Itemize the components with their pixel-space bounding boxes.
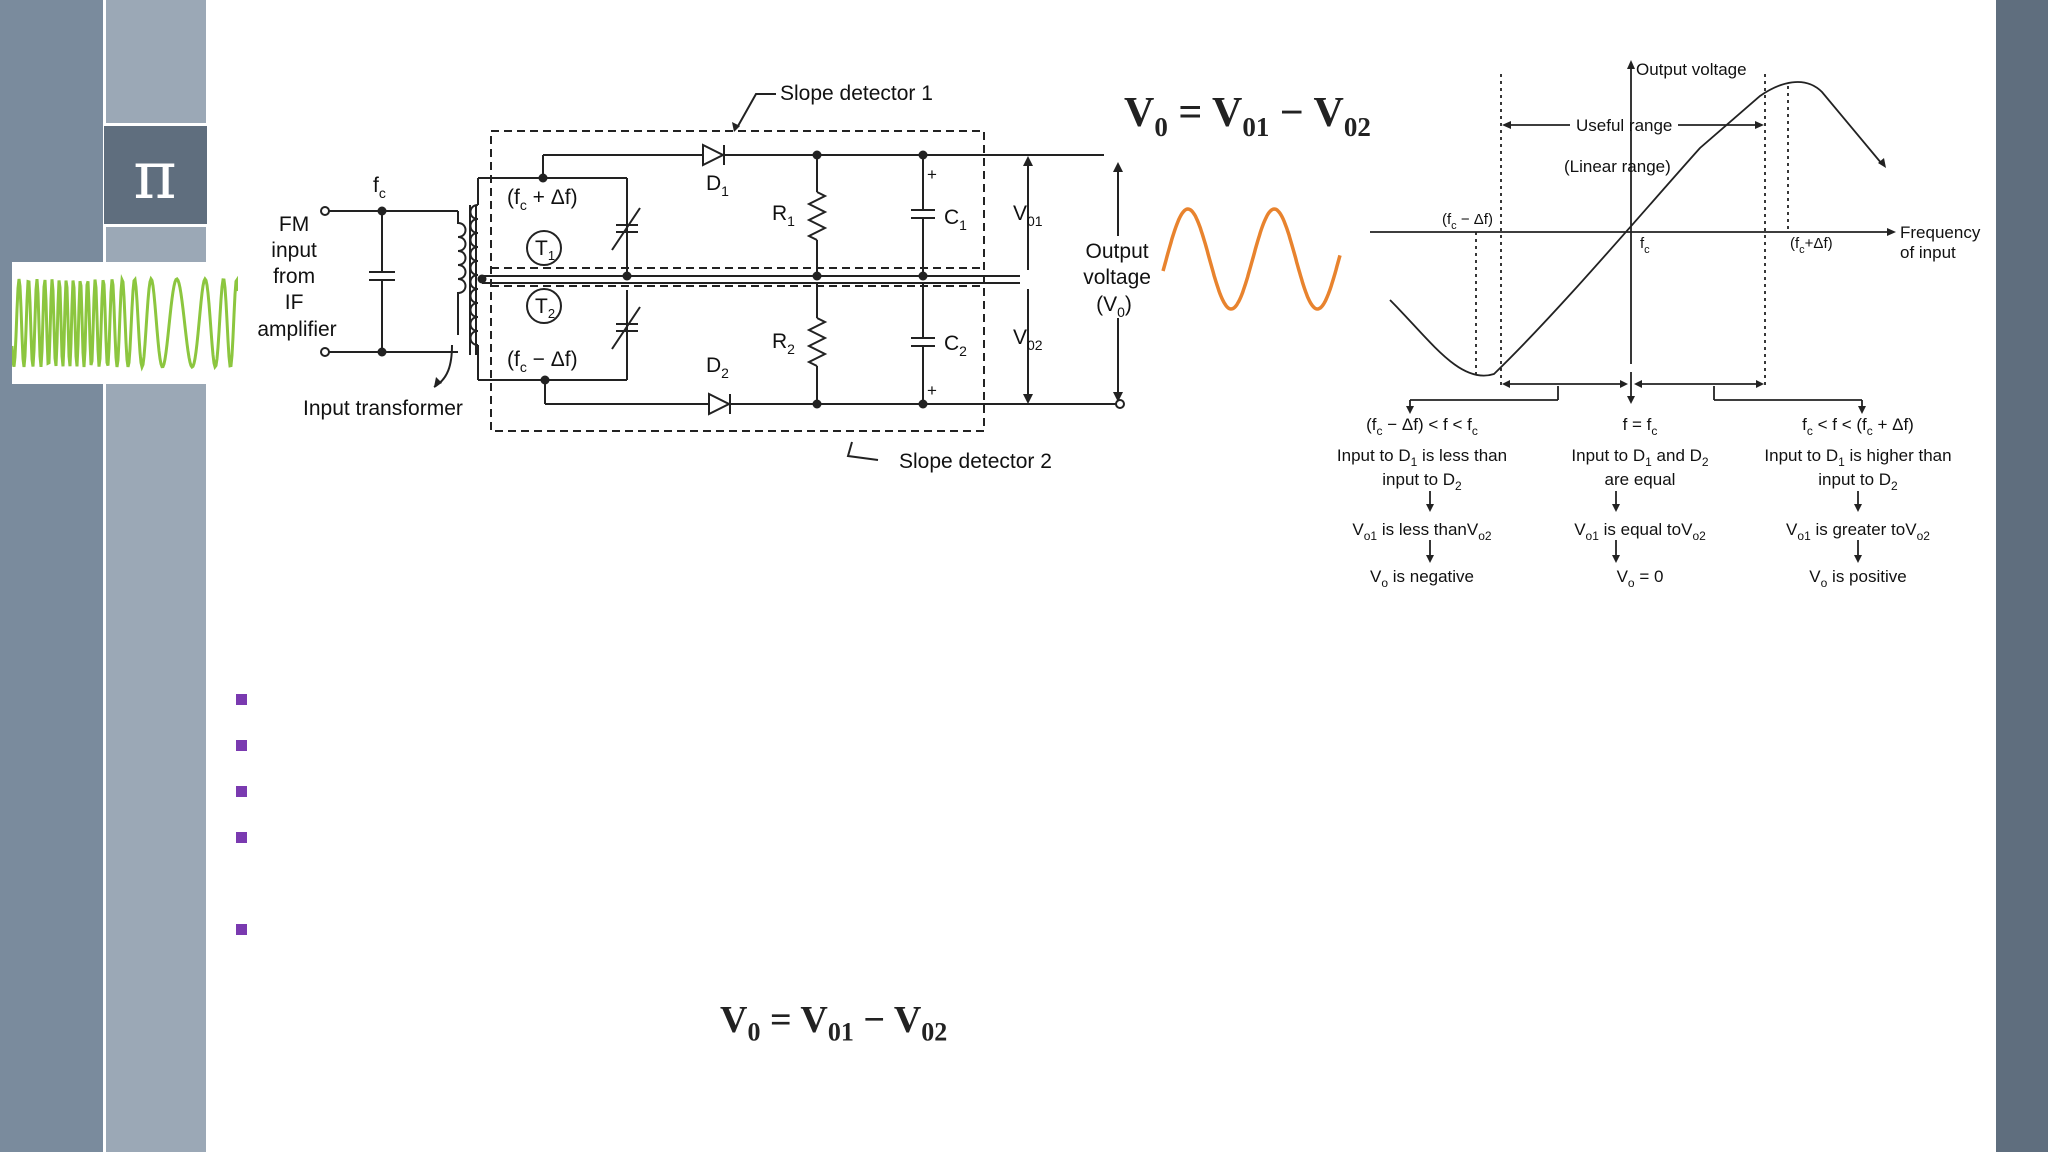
graph-y-label: Output voltage <box>1636 60 1747 79</box>
case-3-result: Vo is positive <box>1809 567 1906 590</box>
label-r1: R1 <box>772 202 795 229</box>
graph-linear-range: (Linear range) <box>1564 157 1671 176</box>
case-2-result: Vo = 0 <box>1617 567 1664 590</box>
fm-wave-curve <box>10 273 240 372</box>
case-3-voltage-compare: Vo1 is greater toVo2 <box>1786 520 1930 543</box>
case-1-input-line-2: input to D2 <box>1382 470 1462 493</box>
label-c2: C2 <box>944 332 967 359</box>
label-slope-detector-1: Slope detector 1 <box>780 82 933 105</box>
label-d1: D1 <box>706 172 729 199</box>
equation-top: V0 = V01 − V02 <box>1124 90 1371 142</box>
case-2-input-line-2: are equal <box>1605 470 1676 489</box>
label-t2-freq: (fc − Δf) <box>507 348 578 375</box>
label-r2: R2 <box>772 330 795 357</box>
bullet-marker-2 <box>236 740 247 751</box>
bullet-marker-5 <box>236 924 247 935</box>
graph-fc-plus: (fc+Δf) <box>1790 235 1833 256</box>
label-t1: T1 <box>535 237 555 263</box>
label-v02: V02 <box>1013 326 1043 353</box>
case-3-condition: fc < f < (fc + Δf) <box>1802 415 1914 438</box>
case-3-input-line-2: input to D2 <box>1818 470 1898 493</box>
case-1-result: Vo is negative <box>1370 567 1474 590</box>
equation-bottom: V0 = V01 − V02 <box>720 999 948 1047</box>
label-fc-input: fc <box>373 174 386 201</box>
graph-x-label: Frequency of input <box>1900 223 1985 262</box>
bullet-marker-1 <box>236 694 247 705</box>
label-t2: T2 <box>535 295 555 321</box>
label-d2: D2 <box>706 354 729 381</box>
label-c2-plus: + <box>927 381 937 400</box>
label-fm-input: FM input from IF amplifier <box>257 213 336 341</box>
label-v01: V01 <box>1013 202 1043 229</box>
graph-useful-range: Useful range <box>1576 116 1672 135</box>
output-sine-wave <box>1161 207 1342 311</box>
case-3-input-line-1: Input to D1 is higher than <box>1764 446 1951 469</box>
left-decor-band <box>0 0 103 1152</box>
label-t1-freq: (fc + Δf) <box>507 186 578 213</box>
bullet-marker-4 <box>236 832 247 843</box>
label-output-voltage: Output voltage (V0) <box>1083 240 1157 320</box>
graph-fc-minus: (fc − Δf) <box>1442 211 1493 232</box>
label-c1-plus: + <box>927 165 937 184</box>
case-2-voltage-compare: Vo1 is equal toVo2 <box>1574 520 1706 543</box>
bullet-marker-3 <box>236 786 247 797</box>
case-1-condition: (fc − Δf) < f < fc <box>1366 415 1478 438</box>
label-input-transformer: Input transformer <box>303 397 463 420</box>
label-slope-detector-2: Slope detector 2 <box>899 450 1052 473</box>
graph-fc: fc <box>1640 235 1650 256</box>
label-c1: C1 <box>944 206 967 233</box>
case-2-condition: f = fc <box>1623 415 1658 438</box>
case-1-input-line-1: Input to D1 is less than <box>1337 446 1507 469</box>
pi-symbol: π <box>133 137 176 214</box>
fm-signal-thumbnail <box>10 262 240 384</box>
case-2-input-line-1: Input to D1 and D2 <box>1571 446 1709 469</box>
right-decor-band <box>1996 0 2048 1152</box>
pi-logo-box: π <box>104 123 207 227</box>
case-1-voltage-compare: Vo1 is less thanVo2 <box>1352 520 1491 543</box>
